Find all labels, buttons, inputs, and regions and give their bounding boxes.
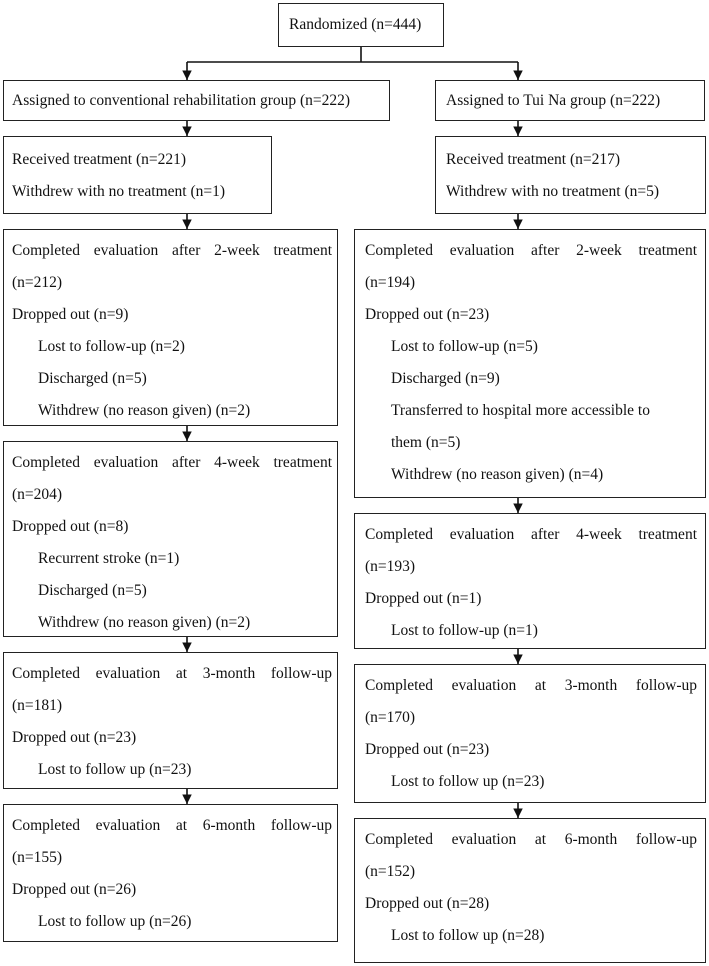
left-month3-line-1: Completed evaluation at 3-month follow-u… [12, 665, 332, 682]
left-week4-line-6: Withdrew (no reason given) (n=2) [38, 614, 251, 631]
right-week4-line-1: Completed evaluation after 4-week treatm… [365, 526, 697, 543]
left-week4-line-3: Dropped out (n=8) [12, 518, 129, 535]
left-week2-line-2: (n=212) [12, 274, 63, 291]
left-month3-line-4: Lost to follow up (n=23) [38, 761, 192, 778]
right-week2-line-2: (n=194) [365, 274, 416, 291]
right-month3-line-2: (n=170) [365, 709, 416, 726]
right-assigned-label: Assigned to Tui Na group (n=222) [446, 92, 661, 109]
right-week2-line-3: Dropped out (n=23) [365, 306, 490, 323]
left-month3-line-3: Dropped out (n=23) [12, 729, 137, 746]
left-week4-box: Completed evaluation after 4-week treatm… [3, 441, 338, 637]
right-month6-line-4: Lost to follow up (n=28) [391, 927, 545, 944]
right-month3-box: Completed evaluation at 3-month follow-u… [354, 664, 706, 803]
right-week2-line-7: them (n=5) [391, 434, 461, 451]
left-month6-line-1: Completed evaluation at 6-month follow-u… [12, 817, 332, 834]
right-month3-line-4: Lost to follow up (n=23) [391, 773, 545, 790]
left-week2-line-1: Completed evaluation after 2-week treatm… [12, 242, 332, 259]
left-week4-line-1: Completed evaluation after 4-week treatm… [12, 454, 332, 471]
right-treatment-line-1: Received treatment (n=217) [446, 151, 621, 168]
right-month6-line-1: Completed evaluation at 6-month follow-u… [365, 831, 697, 848]
left-assigned-label: Assigned to conventional rehabilitation … [12, 92, 351, 109]
left-assigned-box: Assigned to conventional rehabilitation … [3, 80, 390, 121]
randomized-box: Randomized (n=444) [278, 3, 444, 47]
right-week2-line-4: Lost to follow-up (n=5) [391, 338, 538, 355]
left-treatment-line-1: Received treatment (n=221) [12, 151, 187, 168]
left-month3-box: Completed evaluation at 3-month follow-u… [3, 652, 338, 789]
right-week4-line-4: Lost to follow-up (n=1) [391, 622, 538, 639]
left-week2-line-6: Withdrew (no reason given) (n=2) [38, 402, 251, 419]
left-week4-line-5: Discharged (n=5) [38, 582, 147, 599]
left-week4-line-4: Recurrent stroke (n=1) [38, 550, 180, 567]
left-month3-line-2: (n=181) [12, 697, 63, 714]
left-week2-line-3: Dropped out (n=9) [12, 306, 129, 323]
left-treatment-line-2: Withdrew with no treatment (n=1) [12, 183, 226, 200]
right-treatment-line-2: Withdrew with no treatment (n=5) [446, 183, 660, 200]
left-month6-line-4: Lost to follow up (n=26) [38, 913, 192, 930]
left-month6-line-2: (n=155) [12, 849, 63, 866]
left-week4-line-2: (n=204) [12, 486, 63, 503]
right-month6-line-3: Dropped out (n=28) [365, 895, 490, 912]
right-week2-line-5: Discharged (n=9) [391, 370, 500, 387]
right-month6-box: Completed evaluation at 6-month follow-u… [354, 818, 706, 963]
left-treatment-box: Received treatment (n=221) Withdrew with… [3, 136, 272, 214]
right-week2-box: Completed evaluation after 2-week treatm… [354, 229, 706, 498]
right-week4-box: Completed evaluation after 4-week treatm… [354, 513, 706, 649]
randomized-label: Randomized (n=444) [289, 16, 422, 33]
left-month6-line-3: Dropped out (n=26) [12, 881, 137, 898]
right-week4-line-3: Dropped out (n=1) [365, 590, 482, 607]
left-week2-box: Completed evaluation after 2-week treatm… [3, 229, 338, 426]
right-week4-line-2: (n=193) [365, 558, 416, 575]
left-month6-box: Completed evaluation at 6-month follow-u… [3, 804, 338, 942]
left-week2-line-5: Discharged (n=5) [38, 370, 147, 387]
right-month3-line-1: Completed evaluation at 3-month follow-u… [365, 677, 697, 694]
right-treatment-box: Received treatment (n=217) Withdrew with… [435, 136, 706, 214]
left-week2-line-4: Lost to follow-up (n=2) [38, 338, 185, 355]
right-month3-line-3: Dropped out (n=23) [365, 741, 490, 758]
right-week2-line-6: Transferred to hospital more accessible … [391, 402, 650, 419]
right-week2-line-8: Withdrew (no reason given) (n=4) [391, 466, 604, 483]
right-assigned-box: Assigned to Tui Na group (n=222) [435, 80, 705, 121]
right-month6-line-2: (n=152) [365, 863, 416, 880]
right-week2-line-1: Completed evaluation after 2-week treatm… [365, 242, 697, 259]
